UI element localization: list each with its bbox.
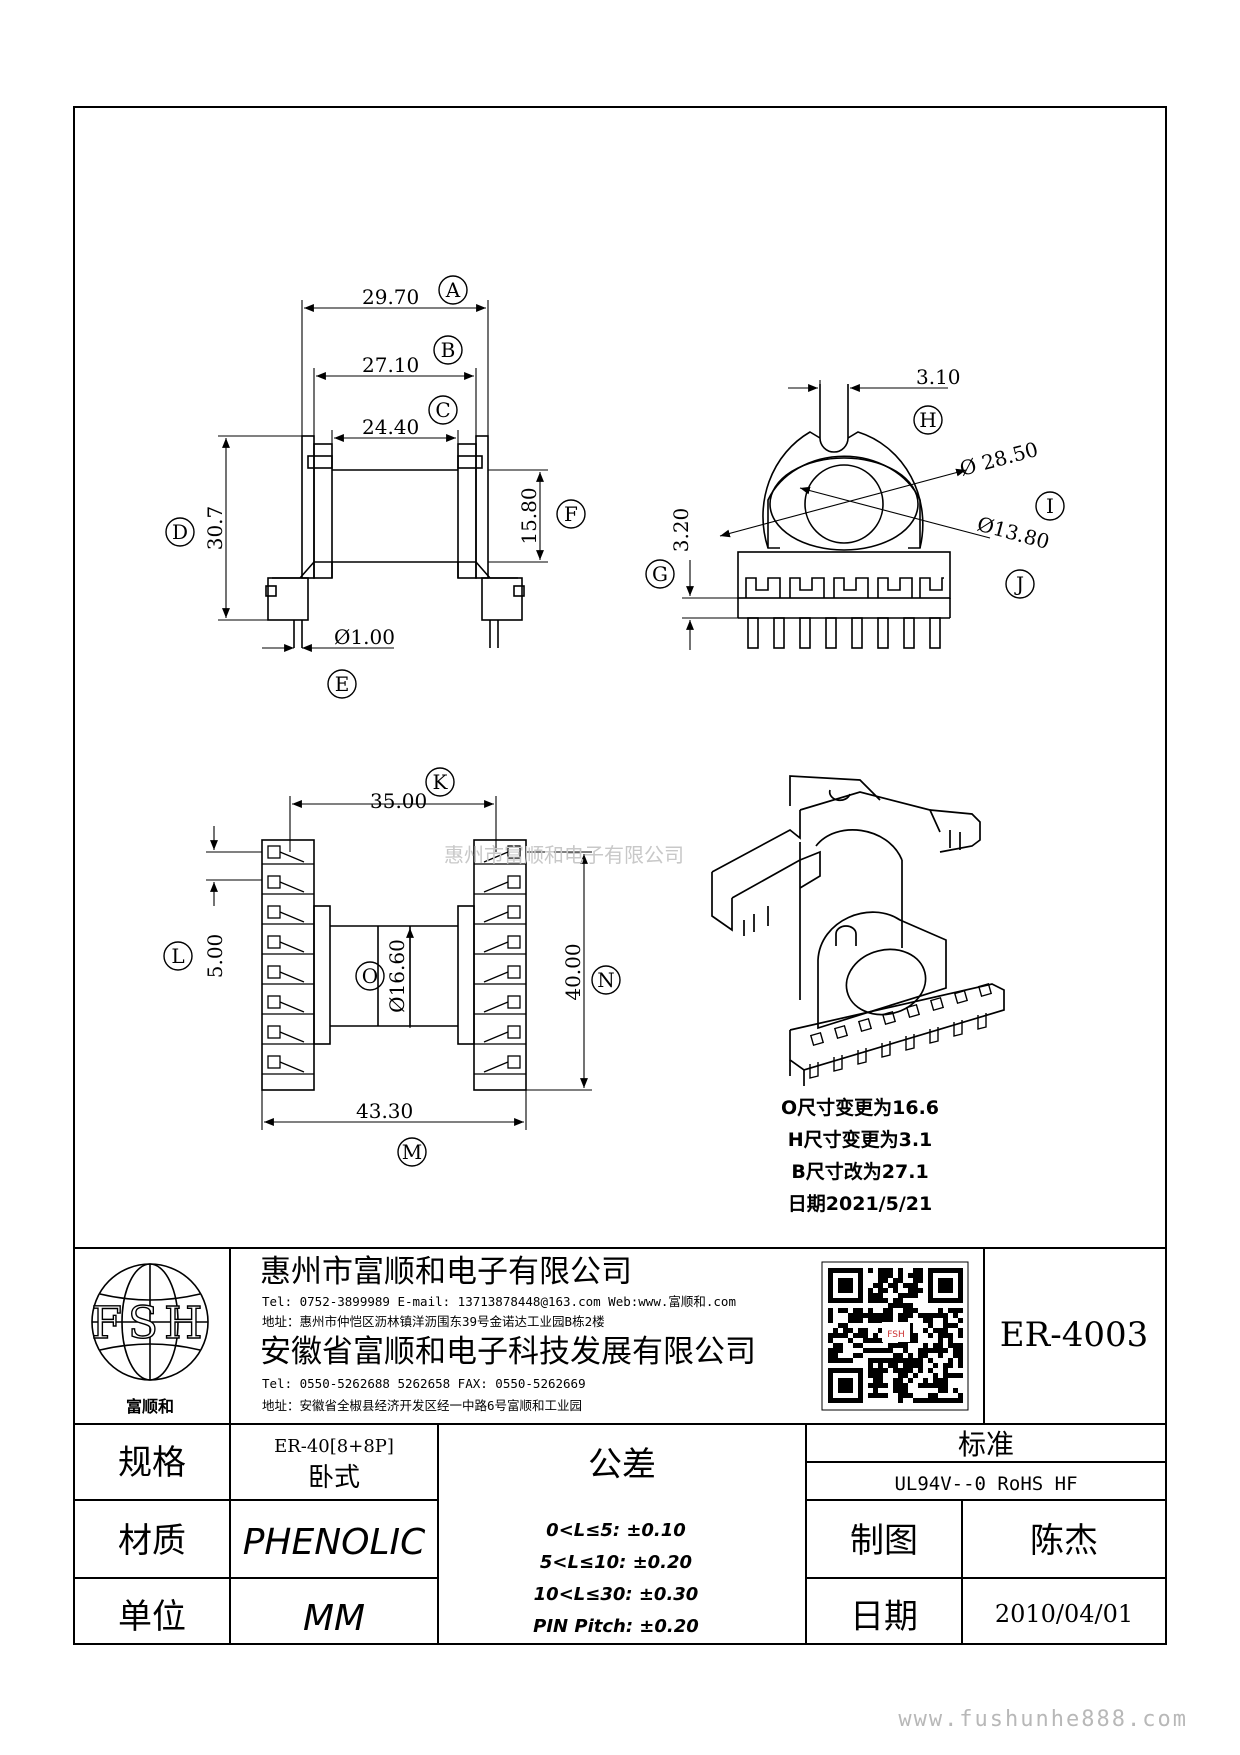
- company2-name: 安徽省富顺和电子科技发展有限公司: [260, 1334, 756, 1370]
- company2-contact: Tel: 0550-5262688 5262658 FAX: 0550-5262…: [262, 1376, 586, 1391]
- callout-A: [438, 275, 468, 305]
- change-note-2: H尺寸变更为3.1: [788, 1128, 933, 1151]
- callout-H: [913, 405, 943, 435]
- tolerance-4: PIN Pitch: ±0.20: [533, 1616, 699, 1637]
- isometric-view: [711, 775, 1005, 1086]
- dim-G: 3.20: [669, 508, 693, 553]
- side-view-dimensions: [682, 380, 991, 650]
- dim-D: 30.7: [203, 506, 227, 551]
- logo-text: FSH: [91, 1298, 208, 1349]
- qr-code: [821, 1261, 969, 1411]
- front-view: [265, 435, 525, 648]
- front-view-dimensions: [218, 300, 548, 652]
- callout-B: [433, 335, 463, 365]
- drawer-value: 陈杰: [1030, 1521, 1098, 1561]
- company2-address: 地址：安徽省全椒县经济开发区经一中路6号富顺和工业园: [262, 1398, 582, 1413]
- dim-L: 5.00: [203, 934, 227, 979]
- unit-value: MM: [303, 1598, 365, 1639]
- watermark-footer: www.fushunhe888.com: [898, 1707, 1188, 1732]
- dim-B: 27.10: [362, 353, 419, 377]
- callout-G: [645, 559, 675, 589]
- company1-name: 惠州市富顺和电子有限公司: [260, 1254, 632, 1290]
- callout-F: [556, 499, 586, 529]
- unit-label: 单位: [118, 1597, 186, 1637]
- callout-O: [355, 961, 385, 991]
- dim-N: 40.00: [561, 943, 585, 1000]
- callout-M-label: M: [402, 1140, 422, 1164]
- dim-K: 35.00: [370, 789, 427, 813]
- callout-N: [591, 965, 621, 995]
- callout-L: [163, 941, 193, 971]
- company-logo: [91, 1263, 209, 1381]
- callout-M: [397, 1137, 427, 1167]
- date-value: 2010/04/01: [995, 1600, 1133, 1628]
- dim-C: 24.40: [362, 415, 419, 439]
- callout-E-label: E: [335, 672, 350, 696]
- material-label: 材质: [118, 1521, 186, 1561]
- tolerance-label: 公差: [588, 1445, 656, 1485]
- company1-contact: Tel: 0752-3899989 E-mail: 13713878448@16…: [262, 1294, 736, 1309]
- company1-address: 地址：惠州市仲恺区沥林镇洋沥围东39号金诺达工业园B栋2楼: [262, 1314, 605, 1329]
- isometric-pins: [809, 982, 993, 1079]
- dim-I-inner: Ø13.80: [975, 512, 1052, 554]
- callout-D-label: D: [172, 520, 188, 544]
- callout-I-label: I: [1046, 494, 1054, 518]
- part-number: ER-4003: [1000, 1315, 1148, 1355]
- callout-C-label: C: [435, 398, 450, 422]
- dim-M: 43.30: [356, 1099, 413, 1123]
- callout-F-label: F: [564, 502, 578, 526]
- callout-L-label: L: [171, 944, 184, 968]
- callout-H-label: H: [919, 408, 936, 432]
- spec-label: 规格: [118, 1443, 186, 1483]
- callout-K-label: K: [433, 770, 449, 794]
- watermark-center: 惠州市富顺和电子有限公司: [444, 843, 684, 867]
- callout-J-label: J: [1014, 572, 1024, 596]
- spec-value-1: ER-40[8+8P]: [274, 1436, 394, 1457]
- callout-K: [425, 767, 455, 797]
- dim-A: 29.70: [362, 285, 419, 309]
- callout-D: [165, 517, 195, 547]
- tolerance-3: 10<L≤30: ±0.30: [534, 1584, 699, 1605]
- change-note-1: O尺寸变更为16.6: [781, 1096, 939, 1119]
- standard-value: UL94V--0 RoHS HF: [894, 1473, 1077, 1495]
- title-block-lines: [74, 1247, 1166, 1644]
- date-label: 日期: [850, 1597, 918, 1637]
- standard-label: 标准: [958, 1428, 1014, 1461]
- dim-I-outer: Ø 28.50: [957, 437, 1041, 481]
- callout-I: [1035, 491, 1065, 521]
- callout-B-label: B: [441, 338, 456, 362]
- change-note-4: 日期2021/5/21: [788, 1193, 932, 1215]
- callout-C: [428, 395, 458, 425]
- drawer-label: 制图: [850, 1521, 918, 1561]
- qr-badge: FSH: [887, 1330, 905, 1340]
- dim-H: 3.10: [916, 365, 961, 389]
- tolerance-2: 5<L≤10: ±0.20: [540, 1552, 692, 1573]
- callout-O-label: O: [362, 964, 378, 988]
- callout-J: [1005, 569, 1035, 599]
- change-note-3: B尺寸改为27.1: [791, 1160, 928, 1183]
- drawing-frame: [73, 106, 1167, 1645]
- bottom-view-pins: [262, 845, 526, 1075]
- dim-F: 15.80: [517, 487, 541, 544]
- callout-N-label: N: [597, 968, 615, 992]
- callout-G-label: G: [652, 562, 668, 586]
- callout-E: [327, 669, 357, 699]
- side-view: [737, 384, 951, 619]
- side-view-pins: [747, 617, 941, 649]
- tolerance-1: 0<L≤5: ±0.10: [546, 1520, 686, 1541]
- spec-value-2: 卧式: [308, 1463, 360, 1493]
- material-value: PHENOLIC: [243, 1522, 426, 1563]
- callout-A-label: A: [445, 278, 461, 302]
- dim-O: Ø16.60: [385, 939, 409, 1013]
- dim-E: Ø1.00: [334, 625, 395, 649]
- logo-caption: 富顺和: [126, 1397, 174, 1416]
- bottom-view-dimensions: [206, 796, 592, 1130]
- callouts: [163, 275, 1065, 1167]
